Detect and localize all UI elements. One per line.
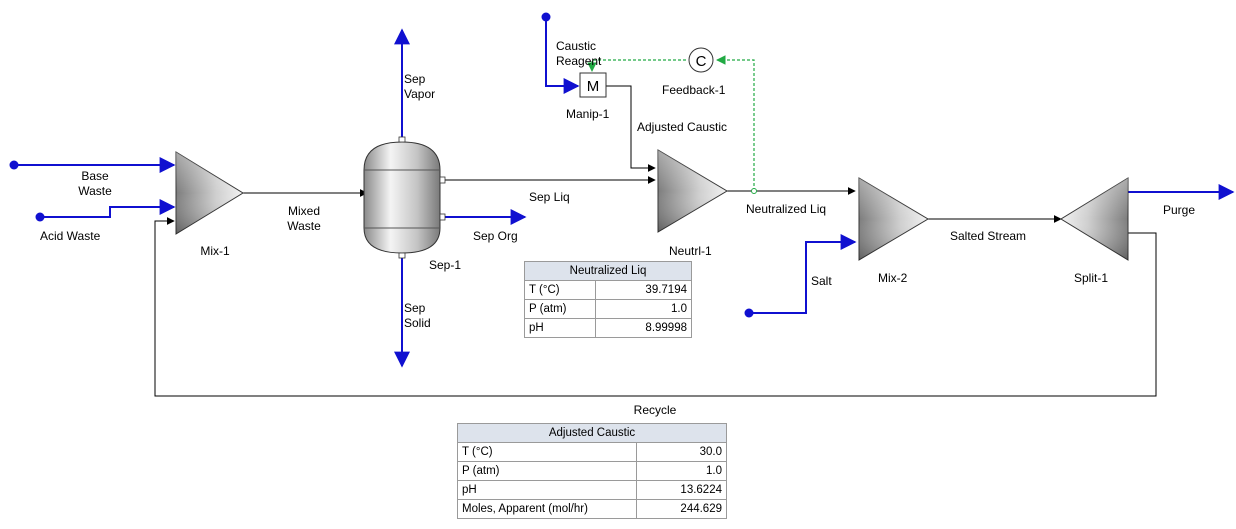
neutralized-liq-label: Neutralized Liq	[746, 202, 827, 216]
table-row: P (atm) 1.0	[457, 461, 727, 481]
row-value: 1.0	[595, 299, 692, 319]
split-1-unit[interactable]	[1060, 177, 1129, 261]
row-label: P (atm)	[457, 461, 637, 481]
row-value: 8.99998	[595, 318, 692, 338]
row-label: T (°C)	[524, 280, 596, 300]
sep-solid-label: Sep Solid	[404, 301, 431, 331]
adjusted-caustic-label: Adjusted Caustic	[637, 120, 728, 134]
feedback-tap-point	[751, 188, 757, 194]
caustic-reagent-label-line1: Caustic	[556, 39, 597, 53]
mix-2-unit[interactable]	[858, 177, 929, 261]
table-row: T (°C) 39.7194	[524, 280, 692, 300]
caustic-reagent-label-line2: Reagent	[556, 54, 602, 68]
row-label: pH	[524, 318, 596, 338]
row-label: T (°C)	[457, 442, 637, 462]
sep-vapor-label-line2: Vapor	[404, 87, 436, 101]
row-value: 13.6224	[636, 480, 727, 500]
mixed-waste-label: Mixed Waste	[274, 204, 334, 234]
sep-liq-label: Sep Liq	[529, 190, 570, 204]
base-waste-label: Base Waste	[70, 169, 120, 199]
feedback-measure-signal	[716, 55, 755, 191]
adjusted-caustic-table[interactable]: Adjusted Caustic T (°C) 30.0 P (atm) 1.0…	[457, 423, 727, 519]
feedback-1-symbol: C	[696, 53, 707, 70]
mix-1-unit[interactable]	[175, 151, 244, 235]
adjusted-caustic-table-title: Adjusted Caustic	[457, 423, 727, 443]
manip-1-label: Manip-1	[566, 107, 610, 121]
feedback-1-label: Feedback-1	[662, 83, 726, 97]
sep-solid-label-line2: Solid	[404, 316, 431, 330]
mixed-waste-label-line2: Waste	[287, 219, 321, 233]
caustic-reagent-stream[interactable]	[545, 17, 580, 94]
row-value: 244.629	[636, 499, 727, 519]
base-waste-label-line1: Base	[81, 169, 109, 183]
manip-1-block[interactable]: M	[579, 72, 607, 98]
caustic-reagent-label: Caustic Reagent	[556, 39, 601, 69]
table-row: pH 8.99998	[524, 318, 692, 338]
acid-waste-stream[interactable]	[40, 199, 176, 218]
adjusted-caustic-stream[interactable]	[606, 85, 656, 172]
neutrl-1-unit[interactable]	[657, 149, 728, 233]
purge-label: Purge	[1163, 203, 1196, 217]
table-row: T (°C) 30.0	[457, 442, 727, 462]
neutrl-1-label: Neutrl-1	[669, 244, 712, 258]
row-label: Moles, Apparent (mol/hr)	[457, 499, 637, 519]
row-value: 30.0	[636, 442, 727, 462]
mix-2-label: Mix-2	[878, 271, 908, 285]
split-1-label: Split-1	[1074, 271, 1109, 285]
sep-org-label: Sep Org	[473, 229, 518, 243]
table-row: Moles, Apparent (mol/hr) 244.629	[457, 499, 727, 519]
sep-1-label: Sep-1	[429, 258, 462, 272]
feedback-1-controller[interactable]: C	[688, 47, 714, 73]
row-label: pH	[457, 480, 637, 500]
salt-label: Salt	[811, 274, 832, 288]
mix-1-label: Mix-1	[200, 244, 230, 258]
manip-1-symbol: M	[587, 78, 600, 95]
row-label: P (atm)	[524, 299, 596, 319]
neutralized-liq-table-title: Neutralized Liq	[524, 261, 692, 281]
acid-waste-label: Acid Waste	[40, 229, 101, 243]
salt-stream[interactable]	[749, 234, 857, 314]
sep-vapor-label: Sep Vapor	[404, 72, 435, 102]
feedback-output-signal	[587, 59, 686, 72]
recycle-label: Recycle	[633, 403, 677, 417]
base-waste-label-line2: Waste	[78, 184, 112, 198]
row-value: 39.7194	[595, 280, 692, 300]
salted-stream-label: Salted Stream	[950, 229, 1027, 243]
sep-1-vessel[interactable]	[363, 136, 446, 259]
row-value: 1.0	[636, 461, 727, 481]
mixed-waste-label-line1: Mixed	[287, 204, 320, 218]
sep-vapor-label-line1: Sep	[404, 72, 426, 86]
sep-solid-label-line1: Sep	[404, 301, 426, 315]
table-row: pH 13.6224	[457, 480, 727, 500]
neutralized-liq-table[interactable]: Neutralized Liq T (°C) 39.7194 P (atm) 1…	[524, 261, 692, 338]
table-row: P (atm) 1.0	[524, 299, 692, 319]
recycle-stream[interactable]	[154, 217, 1157, 397]
